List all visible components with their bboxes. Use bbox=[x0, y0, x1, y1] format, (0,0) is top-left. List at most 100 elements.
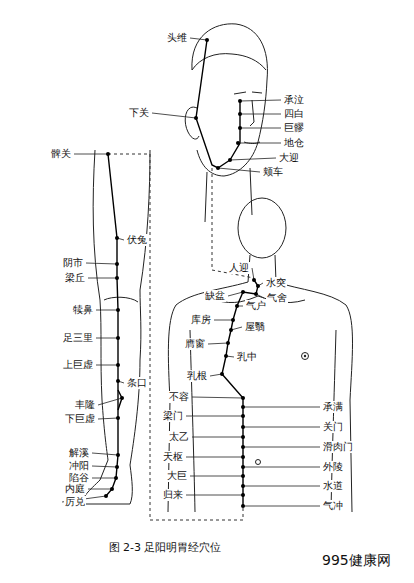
leader-line bbox=[243, 407, 320, 408]
acupoint-dot bbox=[114, 476, 118, 480]
acupoint-dot bbox=[116, 336, 120, 340]
acupoint-name: 髀关 bbox=[50, 148, 72, 160]
acupoint-name: 丰隆 bbox=[74, 399, 96, 411]
acupoint-dot bbox=[216, 166, 220, 170]
torso-outline bbox=[168, 198, 353, 512]
leader-line bbox=[186, 416, 243, 417]
leader-line bbox=[92, 453, 118, 455]
watermark: 995健康网 bbox=[322, 552, 391, 569]
acupoint-dot bbox=[104, 494, 108, 498]
acupoint-name: 乳中 bbox=[236, 351, 258, 363]
acupoint-dot bbox=[241, 414, 245, 418]
acupoint-dot bbox=[241, 396, 245, 400]
leader-line bbox=[96, 310, 118, 311]
acupoint-name: 水突 bbox=[265, 277, 287, 289]
leader-line bbox=[96, 365, 118, 366]
acupoint-name: 天枢 bbox=[162, 451, 184, 463]
acupoint-dot bbox=[241, 435, 245, 439]
acupoint-name: 条口 bbox=[126, 377, 148, 389]
acupoint-name: 气舍 bbox=[266, 292, 288, 304]
acupoint-dot bbox=[115, 262, 119, 266]
acupoint-name: 太乙 bbox=[168, 431, 190, 443]
acupoint-name: 缺盆 bbox=[204, 290, 226, 302]
leader-line bbox=[208, 343, 228, 344]
leg-outline bbox=[83, 150, 150, 504]
acupoint-dot bbox=[256, 284, 260, 288]
acupoint-dot bbox=[254, 292, 258, 296]
acupoint-name: 伏兔 bbox=[126, 234, 148, 246]
leader-line bbox=[190, 38, 207, 40]
acupoint-name: 内庭 bbox=[64, 483, 86, 495]
meridian-line bbox=[106, 40, 258, 506]
acupoint-name: 冲阳 bbox=[68, 460, 90, 472]
acupoint-dot bbox=[241, 290, 245, 294]
acupoint-name: 大巨 bbox=[166, 470, 188, 482]
acupoint-dot bbox=[229, 328, 233, 332]
acupoint-name: 承泣 bbox=[283, 94, 305, 106]
leader-line bbox=[240, 114, 281, 115]
leader-line bbox=[86, 263, 117, 264]
acupoint-dot bbox=[224, 354, 228, 358]
leader-line bbox=[192, 437, 243, 438]
acupoint-dot bbox=[241, 474, 245, 478]
acupoint-name: 巨髎 bbox=[283, 122, 305, 134]
acupoint-name: 承满 bbox=[322, 401, 344, 413]
acupoint-dot bbox=[241, 455, 245, 459]
acupoint-dot bbox=[241, 465, 245, 469]
acupoint-name: 滑肉门 bbox=[322, 441, 354, 453]
acupoint-dot bbox=[235, 304, 239, 308]
leader-line bbox=[186, 457, 243, 458]
acupoint-dot bbox=[228, 158, 232, 162]
acupoint-name: 下关 bbox=[128, 107, 150, 119]
acupoint-dot bbox=[120, 396, 124, 400]
acupoint-dot bbox=[205, 38, 209, 42]
leader-line bbox=[240, 128, 281, 129]
leader-line bbox=[228, 292, 243, 296]
leader-line bbox=[88, 489, 112, 490]
acupoint-dot bbox=[115, 465, 119, 469]
acupoint-name: 足三里 bbox=[62, 332, 94, 344]
acupoint-dot bbox=[116, 416, 120, 420]
head-outline bbox=[185, 24, 267, 222]
acupoint-name: 库房 bbox=[190, 314, 212, 326]
acupoint-dot bbox=[115, 236, 119, 240]
acupoint-name: 头维 bbox=[166, 32, 188, 44]
acupoint-name: 乳根 bbox=[186, 370, 208, 382]
leader-line bbox=[214, 320, 233, 321]
acupoint-name: 不容 bbox=[168, 391, 190, 403]
acupoint-name: 归来 bbox=[162, 489, 184, 501]
leader-line bbox=[190, 476, 243, 477]
acupoint-dot bbox=[241, 504, 245, 508]
acupoint-name: 地仓 bbox=[283, 137, 305, 149]
acupoint-dot bbox=[106, 152, 110, 156]
acupoint-name: 膺窗 bbox=[184, 338, 206, 350]
acupoint-name: 气户 bbox=[245, 300, 267, 312]
acupoint-dot bbox=[116, 379, 120, 383]
acupoint-name: 大迎 bbox=[278, 152, 300, 164]
acupoint-dot bbox=[238, 126, 242, 130]
acupoint-name: 梁门 bbox=[162, 410, 184, 422]
leader-line bbox=[243, 486, 320, 487]
acupoint-name: 颊车 bbox=[262, 166, 284, 178]
acupoint-dot bbox=[241, 425, 245, 429]
acupoint-dot bbox=[252, 278, 256, 282]
leader-line bbox=[152, 113, 196, 118]
leader-line bbox=[230, 158, 276, 160]
acupoint-dot bbox=[231, 318, 235, 322]
acupoint-dot bbox=[116, 363, 120, 367]
figure-caption: 图 2-3 足阳明胃经穴位 bbox=[109, 541, 222, 555]
acupoint-dot bbox=[226, 341, 230, 345]
leader-line bbox=[186, 495, 243, 496]
acupoint-name: 下巨虚 bbox=[64, 413, 96, 425]
acupoint-name: 梁丘 bbox=[64, 272, 86, 284]
leader-line bbox=[92, 466, 117, 467]
leader-line bbox=[243, 467, 320, 468]
acupoint-dot bbox=[241, 484, 245, 488]
meridian-connection-dashed bbox=[108, 154, 254, 520]
acupoint-name: 解溪 bbox=[68, 447, 90, 459]
acupoint-name: 阴市 bbox=[62, 257, 84, 269]
leader-line bbox=[88, 278, 117, 279]
acupoint-dot bbox=[110, 487, 114, 491]
acupoint-name: 四白 bbox=[283, 108, 305, 120]
acupoint-dot bbox=[241, 405, 245, 409]
